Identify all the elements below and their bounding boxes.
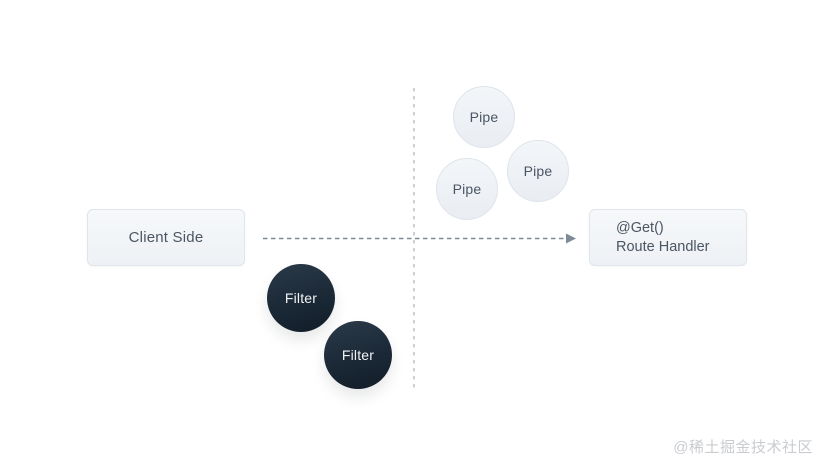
filter-node-1: Filter xyxy=(267,264,335,332)
route-handler-label: Route Handler xyxy=(616,238,710,255)
filter-label: Filter xyxy=(284,290,318,306)
route-handler-text: @Get() Route Handler xyxy=(616,219,710,257)
pipe-label: Pipe xyxy=(523,163,553,179)
pipe-label: Pipe xyxy=(469,109,499,125)
juejin-watermark: @稀土掘金技术社区 xyxy=(673,439,813,456)
filter-label: Filter xyxy=(341,347,375,363)
pipe-node-3: Pipe xyxy=(436,158,498,220)
flow-arrowhead-icon xyxy=(566,233,576,244)
client-side-node: Client Side xyxy=(87,209,245,266)
client-side-label: Client Side xyxy=(128,229,204,246)
filter-node-2: Filter xyxy=(324,321,392,389)
pipe-node-2: Pipe xyxy=(507,140,569,202)
route-decorator-label: @Get() xyxy=(616,219,664,236)
route-handler-node: @Get() Route Handler xyxy=(589,209,747,266)
pipe-label: Pipe xyxy=(452,181,482,197)
pipe-node-1: Pipe xyxy=(453,86,515,148)
